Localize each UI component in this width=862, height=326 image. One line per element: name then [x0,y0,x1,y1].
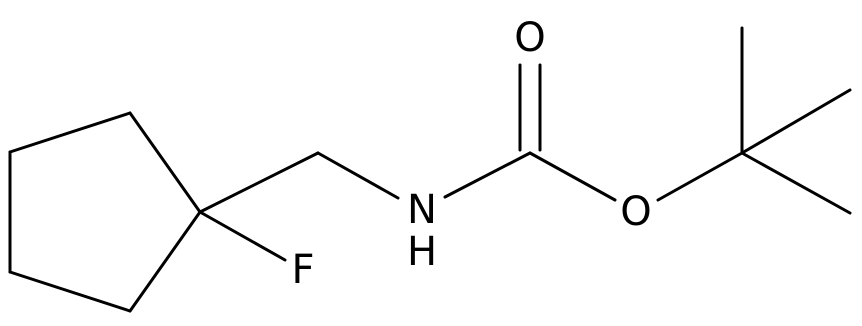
o-c-tbutyl-bond [656,151,744,202]
cyclopentane-ring [8,111,202,313]
c-o-ester-bond [528,151,617,202]
ring-bond [128,210,202,313]
carbonyl-oxygen-label: O [514,15,545,61]
c-ch2-bond [198,151,320,214]
ester-oxygen-label: O [620,189,651,235]
ch2-n-bond [316,151,400,200]
methyl-bond-right-up [740,88,852,155]
fluorine-label: F [291,247,314,293]
ring-bond [8,270,132,313]
c-f-bond [198,210,287,262]
n-c-bond [443,151,532,199]
methyl-bond-right-down [740,151,852,215]
nitrogen-label: N [407,187,437,233]
ring-bond [8,111,132,154]
ring-bond [128,111,202,214]
nitrogen-hydrogen-label: H [407,229,437,275]
